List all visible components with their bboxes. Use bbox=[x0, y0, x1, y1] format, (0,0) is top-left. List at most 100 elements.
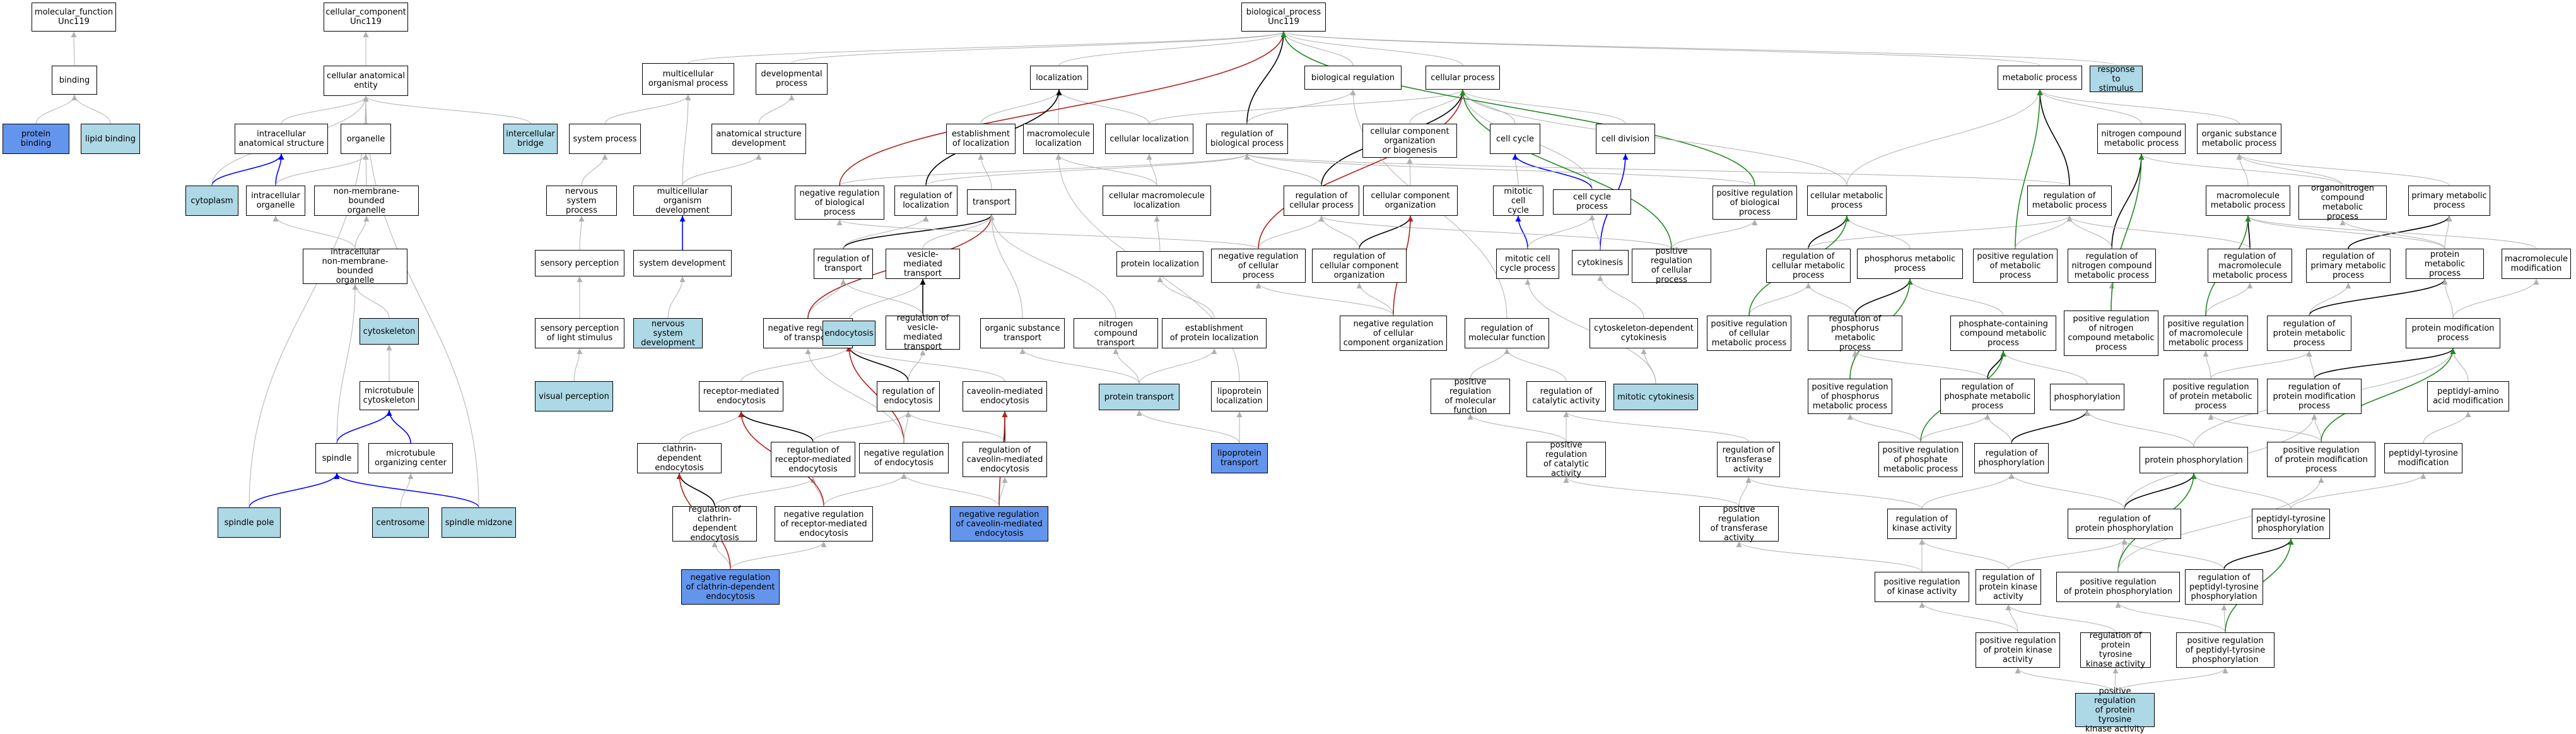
node-phosphate-containing-compound-metabolic-process[interactable]: phosphate-containing compound metabolic … bbox=[1950, 316, 2056, 351]
node-regulation-of-localization[interactable]: regulation of localization bbox=[894, 186, 957, 216]
node-positive-regulation-of-cellular-process[interactable]: positive regulation of cellular process bbox=[1632, 247, 1711, 285]
node-regulation-of-protein-modification-process[interactable]: regulation of protein modification proce… bbox=[2267, 379, 2362, 414]
node-positive-regulation-of-phosphate-metabolic-process[interactable]: positive regulation of phosphate metabol… bbox=[1878, 442, 1963, 477]
node-positive-regulation-of-protein-modification-process[interactable]: positive regulation of protein modificat… bbox=[2267, 442, 2375, 477]
node-nervous-system-development[interactable]: nervous system development bbox=[633, 318, 703, 348]
node-transport[interactable]: transport bbox=[967, 189, 1016, 215]
node-regulation-of-endocytosis[interactable]: regulation of endocytosis bbox=[877, 381, 940, 411]
node-mitotic-cell-cycle[interactable]: mitotic cell cycle bbox=[1493, 186, 1543, 216]
node-positive-regulation-of-metabolic-process[interactable]: positive regulation of metabolic process bbox=[1973, 249, 2058, 283]
node-cellular-component[interactable]: cellular_component Unc119 bbox=[324, 3, 408, 32]
node-negative-regulation-of-clathrin-dependent-endocytosis[interactable]: negative regulation of clathrin-dependen… bbox=[681, 569, 780, 605]
node-regulation-of-kinase-activity[interactable]: regulation of kinase activity bbox=[1887, 509, 1957, 539]
node-negative-regulation-of-cellular-process[interactable]: negative regulation of cellular process bbox=[1211, 249, 1306, 283]
node-protein-localization[interactable]: protein localization bbox=[1116, 251, 1203, 276]
node-intracellular-non-membrane-bounded-organelle[interactable]: intracellular non-membrane-bounded organ… bbox=[303, 247, 407, 285]
node-primary-metabolic-process[interactable]: primary metabolic process bbox=[2408, 186, 2490, 216]
node-regulation-of-receptor-mediated-endocytosis[interactable]: regulation of receptor-mediated endocyto… bbox=[771, 442, 855, 477]
node-organic-substance-metabolic-process[interactable]: organic substance metabolic process bbox=[2197, 124, 2281, 154]
node-sensory-perception[interactable]: sensory perception bbox=[535, 250, 624, 276]
node-spindle-pole[interactable]: spindle pole bbox=[218, 507, 281, 538]
node-phosphorus-metabolic-process[interactable]: phosphorus metabolic process bbox=[1857, 249, 1963, 279]
node-positive-regulation-of-kinase-activity[interactable]: positive regulation of kinase activity bbox=[1875, 572, 1969, 602]
node-macromolecule-modification[interactable]: macromolecule modification bbox=[2502, 249, 2571, 279]
node-cytoplasm[interactable]: cytoplasm bbox=[185, 186, 238, 216]
node-establishment-of-protein-localization[interactable]: establishment of protein localization bbox=[1162, 318, 1267, 348]
node-regulation-of-cellular-process[interactable]: regulation of cellular process bbox=[1284, 186, 1359, 216]
node-non-membrane-bounded-organelle[interactable]: non-membrane-bounded organelle bbox=[314, 186, 419, 216]
node-positive-regulation-of-molecular-function[interactable]: positive regulation of molecular functio… bbox=[1431, 377, 1510, 415]
node-regulation-of-metabolic-process[interactable]: regulation of metabolic process bbox=[2027, 186, 2112, 216]
node-intracellular-anatomical-structure[interactable]: intracellular anatomical structure bbox=[235, 124, 328, 154]
node-lipoprotein-transport[interactable]: lipoprotein transport bbox=[1211, 443, 1268, 473]
node-regulation-of-phosphate-metabolic-process[interactable]: regulation of phosphate metabolic proces… bbox=[1940, 379, 2035, 414]
node-regulation-of-protein-tyrosine-kinase-activity[interactable]: regulation of protein tyrosine kinase ac… bbox=[2080, 631, 2151, 669]
node-macromolecule-metabolic-process[interactable]: macromolecule metabolic process bbox=[2206, 186, 2290, 216]
node-protein-transport[interactable]: protein transport bbox=[1099, 384, 1180, 410]
node-regulation-of-peptidyl-tyrosine-phosphorylation[interactable]: regulation of peptidyl-tyrosine phosphor… bbox=[2185, 569, 2263, 605]
node-regulation-of-phosphorylation[interactable]: regulation of phosphorylation bbox=[1974, 443, 2049, 473]
node-cytoskeleton[interactable]: cytoskeleton bbox=[360, 318, 419, 345]
node-system-process[interactable]: system process bbox=[569, 124, 641, 154]
node-microtubule-organizing-center[interactable]: microtubule organizing center bbox=[368, 443, 453, 473]
node-negative-regulation-of-cellular-component-organization[interactable]: negative regulation of cellular componen… bbox=[1340, 316, 1447, 351]
node-positive-regulation-of-cellular-metabolic-process[interactable]: positive regulation of cellular metaboli… bbox=[1707, 316, 1791, 351]
node-positive-regulation-of-protein-tyrosine-kinase-activity[interactable]: positive regulation of protein tyrosine … bbox=[2075, 687, 2155, 734]
node-centrosome[interactable]: centrosome bbox=[372, 507, 429, 538]
node-cellular-metabolic-process[interactable]: cellular metabolic process bbox=[1807, 186, 1887, 216]
node-intracellular-organelle[interactable]: intracellular organelle bbox=[246, 186, 305, 216]
node-positive-regulation-of-protein-kinase-activity[interactable]: positive regulation of protein kinase ac… bbox=[1976, 632, 2060, 668]
node-developmental-process[interactable]: developmental process bbox=[756, 63, 828, 95]
node-phosphorylation[interactable]: phosphorylation bbox=[2050, 384, 2124, 410]
node-lipid-binding[interactable]: lipid binding bbox=[81, 124, 140, 154]
node-sensory-perception-of-light-stimulus[interactable]: sensory perception of light stimulus bbox=[535, 318, 624, 348]
node-anatomical-structure-development[interactable]: anatomical structure development bbox=[711, 124, 806, 154]
node-nervous-system-process[interactable]: nervous system process bbox=[546, 186, 617, 216]
node-positive-regulation-of-macromolecule-metabolic-process[interactable]: positive regulation of macromolecule met… bbox=[2163, 316, 2248, 351]
node-receptor-mediated-endocytosis[interactable]: receptor-mediated endocytosis bbox=[699, 381, 783, 411]
node-regulation-of-transport[interactable]: regulation of transport bbox=[814, 249, 873, 279]
node-multicellular-organismal-process[interactable]: multicellular organismal process bbox=[642, 63, 734, 95]
node-positive-regulation-of-nitrogen-compound-metabolic-process[interactable]: positive regulation of nitrogen compound… bbox=[2064, 311, 2158, 356]
node-metabolic-process[interactable]: metabolic process bbox=[1998, 66, 2082, 90]
node-protein-modification-process[interactable]: protein modification process bbox=[2406, 318, 2500, 348]
node-organonitrogen-compound-metabolic-process[interactable]: organonitrogen compound metabolic proces… bbox=[2298, 184, 2387, 222]
node-cytoskeleton-dependent-cytokinesis[interactable]: cytoskeleton-dependent cytokinesis bbox=[1590, 318, 1698, 348]
node-positive-regulation-of-protein-phosphorylation[interactable]: positive regulation of protein phosphory… bbox=[2056, 572, 2180, 602]
node-localization[interactable]: localization bbox=[1030, 66, 1088, 90]
node-cell-cycle[interactable]: cell cycle bbox=[1490, 124, 1540, 154]
node-negative-regulation-of-caveolin-mediated-endocytosis[interactable]: negative regulation of caveolin-mediated… bbox=[950, 506, 1048, 542]
node-positive-regulation-of-phosphorus-metabolic-process[interactable]: positive regulation of phosphorus metabo… bbox=[1808, 379, 1892, 414]
node-cellular-macromolecule-localization[interactable]: cellular macromolecule localization bbox=[1103, 186, 1211, 216]
node-regulation-of-protein-kinase-activity[interactable]: regulation of protein kinase activity bbox=[1976, 569, 2041, 605]
node-peptidyl-tyrosine-phosphorylation[interactable]: peptidyl-tyrosine phosphorylation bbox=[2252, 509, 2330, 539]
node-protein-phosphorylation[interactable]: protein phosphorylation bbox=[2140, 447, 2248, 473]
node-response-to-stimulus[interactable]: response to stimulus bbox=[2090, 65, 2143, 93]
node-negative-regulation-of-receptor-mediated-endocytosis[interactable]: negative regulation of receptor-mediated… bbox=[775, 506, 873, 542]
node-nitrogen-compound-transport[interactable]: nitrogen compound transport bbox=[1074, 318, 1158, 348]
node-regulation-of-biological-process[interactable]: regulation of biological process bbox=[1206, 124, 1288, 154]
node-cellular-anatomical-entity[interactable]: cellular anatomical entity bbox=[324, 66, 408, 96]
node-regulation-of-macromolecule-metabolic-process[interactable]: regulation of macromolecule metabolic pr… bbox=[2208, 249, 2292, 283]
node-protein-binding[interactable]: protein binding bbox=[3, 124, 69, 154]
node-cell-division[interactable]: cell division bbox=[1596, 124, 1655, 154]
node-regulation-of-cellular-component-organization[interactable]: regulation of cellular component organiz… bbox=[1312, 249, 1407, 283]
node-cellular-component-organization[interactable]: cellular component organization bbox=[1363, 186, 1458, 216]
node-negative-regulation-of-biological-process[interactable]: negative regulation of biological proces… bbox=[795, 186, 884, 220]
node-intercellular-bridge[interactable]: intercellular bridge bbox=[503, 124, 558, 154]
node-peptidyl-amino-acid-modification[interactable]: peptidyl-amino acid modification bbox=[2427, 381, 2509, 411]
node-regulation-of-protein-phosphorylation[interactable]: regulation of protein phosphorylation bbox=[2068, 509, 2181, 539]
node-vesicle-mediated-transport[interactable]: vesicle-mediated transport bbox=[886, 249, 960, 279]
node-regulation-of-clathrin-dependent-endocytosis[interactable]: regulation of clathrin-dependent endocyt… bbox=[672, 505, 757, 543]
node-regulation-of-vesicle-mediated-transport[interactable]: regulation of vesicle-mediated transport bbox=[886, 314, 960, 352]
node-cellular-component-organization-or-biogenesis[interactable]: cellular component organization or bioge… bbox=[1362, 124, 1457, 158]
node-biological-regulation[interactable]: biological regulation bbox=[1304, 66, 1402, 90]
node-biological-process[interactable]: biological_process Unc119 bbox=[1241, 3, 1326, 32]
node-regulation-of-nitrogen-compound-metabolic-process[interactable]: regulation of nitrogen compound metaboli… bbox=[2068, 249, 2156, 283]
node-peptidyl-tyrosine-modification[interactable]: peptidyl-tyrosine modification bbox=[2384, 443, 2462, 473]
node-binding[interactable]: binding bbox=[52, 66, 97, 95]
node-mitotic-cell-cycle-process[interactable]: mitotic cell cycle process bbox=[1496, 249, 1559, 279]
node-system-development[interactable]: system development bbox=[633, 250, 732, 276]
node-regulation-of-molecular-function[interactable]: regulation of molecular function bbox=[1465, 318, 1549, 348]
node-multicellular-organism-development[interactable]: multicellular organism development bbox=[633, 186, 732, 216]
